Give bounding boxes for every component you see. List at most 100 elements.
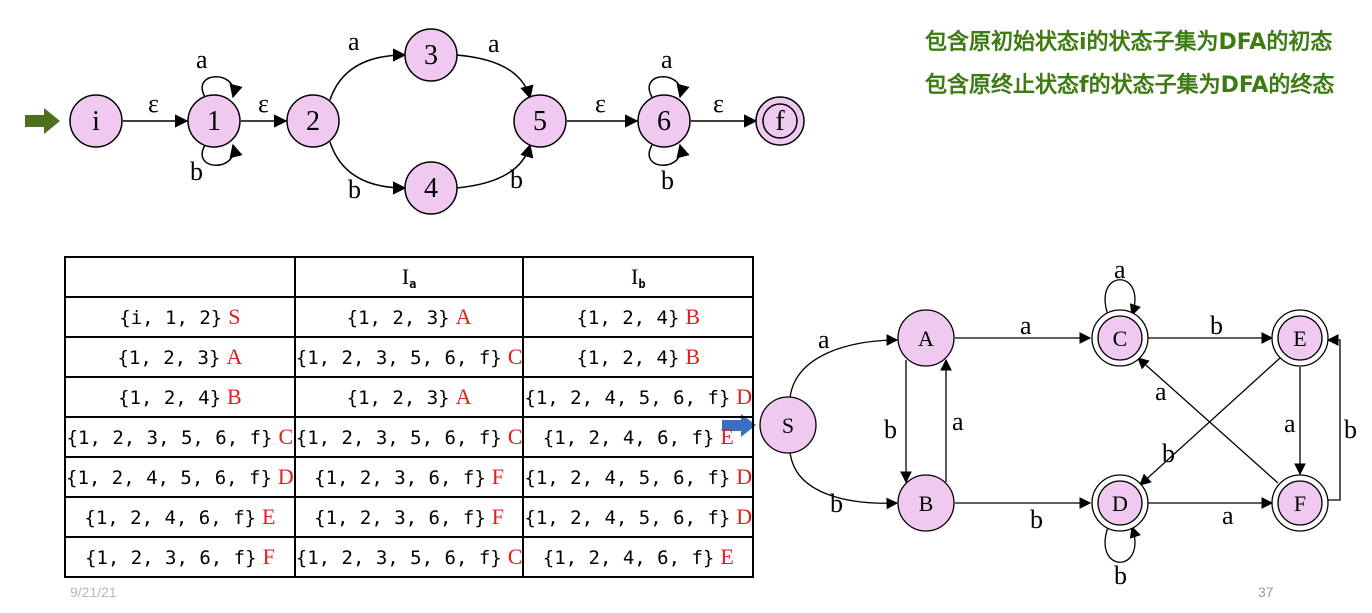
cell-state-tag: E xyxy=(261,504,276,529)
table-cell: {1, 2, 3}A xyxy=(293,296,525,338)
cell-state-tag: A xyxy=(226,344,243,369)
nfa-edge-label: b xyxy=(348,175,361,204)
cell-set: {1, 2, 4, 6, f} xyxy=(84,507,256,529)
table-row: {1, 2, 3, 5, 6, f}C{1, 2, 3, 5, 6, f}C{1… xyxy=(64,416,755,458)
table-cell: {1, 2, 3}A xyxy=(293,376,525,418)
table-cell: {1, 2, 4, 5, 6, f}D xyxy=(522,496,755,538)
dfa-state-C: C xyxy=(1113,326,1128,351)
cell-set: {1, 2, 4, 6, f} xyxy=(542,427,715,449)
nfa-state-4: 4 xyxy=(424,173,438,204)
dfa-edge-label: b xyxy=(830,489,843,518)
dfa-edge-label: a xyxy=(952,407,964,436)
cell-set: {1, 2, 4} xyxy=(576,307,680,329)
table-cell: {1, 2, 3, 5, 6, f}C xyxy=(293,416,525,458)
dfa-edge-label: a xyxy=(1284,409,1296,438)
cell-state-tag: F xyxy=(491,504,505,529)
cell-set: {i, 1, 2} xyxy=(119,307,223,329)
cell-set: {1, 2, 4} xyxy=(576,347,680,369)
nfa-edge-label: a xyxy=(196,45,208,74)
dfa-edge-label: b xyxy=(1162,439,1175,468)
cell-set: {1, 2, 3, 5, 6, f} xyxy=(66,427,273,449)
table-body: {i, 1, 2}S{1, 2, 3}A{1, 2, 4}B{1, 2, 3}A… xyxy=(64,296,755,578)
nfa-edge-label: b xyxy=(510,165,523,194)
cell-state-tag: C xyxy=(278,424,294,449)
footer-page-number: 37 xyxy=(1258,584,1274,600)
table-cell: {1, 2, 4, 6, f}E xyxy=(522,536,755,578)
dfa-state-E: E xyxy=(1293,326,1306,351)
cell-set: {1, 2, 3, 5, 6, f} xyxy=(295,347,502,369)
nfa-edge-label: ε xyxy=(713,89,724,118)
cell-state-tag: C xyxy=(507,544,523,569)
table-cell: {1, 2, 4}B xyxy=(522,296,755,338)
table-cell: {1, 2, 3, 5, 6, f}C xyxy=(64,416,296,458)
dfa-state-A: A xyxy=(918,326,934,351)
cell-state-tag: A xyxy=(455,304,472,329)
dfa-edge-label: b xyxy=(884,415,897,444)
dfa-edge-label: a xyxy=(1020,311,1032,340)
table-cell: {1, 2, 4, 6, f}E xyxy=(522,416,755,458)
nfa-edge-label: ε xyxy=(148,89,159,118)
table-header-ib: Ib xyxy=(522,256,755,298)
start-arrow-icon xyxy=(25,108,60,134)
dfa-edge-label: b xyxy=(1210,311,1223,340)
dfa-edge-label: a xyxy=(1222,501,1234,530)
dfa-edge-label: b xyxy=(1030,505,1043,534)
dfa-edge-label: a xyxy=(1114,255,1126,284)
table-cell: {1, 2, 4, 5, 6, f}D xyxy=(522,376,755,418)
cell-set: {1, 2, 3, 6, f} xyxy=(84,547,257,569)
nfa-state-5: 5 xyxy=(533,106,547,137)
notes-block: 包含原初始状态i的状态子集为DFA的初态 包含原终止状态f的状态子集为DFA的终… xyxy=(925,28,1345,114)
cell-state-tag: C xyxy=(507,344,523,369)
cell-state-tag: D xyxy=(736,384,753,409)
table-cell: {1, 2, 3, 5, 6, f}C xyxy=(293,536,525,578)
nfa-edge-label: ε xyxy=(595,89,606,118)
cell-state-tag: E xyxy=(720,424,734,449)
table-header-empty xyxy=(64,256,296,298)
table-cell: {1, 2, 4, 6, f}E xyxy=(64,496,296,538)
cell-state-tag: C xyxy=(507,424,523,449)
table-row: {1, 2, 4, 5, 6, f}D{1, 2, 3, 6, f}F{1, 2… xyxy=(64,456,755,498)
nfa-edge-label: a xyxy=(661,45,673,74)
cell-state-tag: B xyxy=(685,344,701,369)
cell-set: {1, 2, 4, 5, 6, f} xyxy=(524,467,731,489)
table-cell: {i, 1, 2}S xyxy=(64,296,296,338)
cell-state-tag: D xyxy=(736,464,753,489)
cell-state-tag: S xyxy=(228,304,241,329)
header-sub-a: a xyxy=(409,276,417,291)
table-cell: {1, 2, 3, 5, 6, f}C xyxy=(293,336,525,378)
table-cell: {1, 2, 4, 5, 6, f}D xyxy=(522,456,755,498)
cell-set: {1, 2, 3} xyxy=(346,307,450,329)
table-cell: {1, 2, 4, 5, 6, f}D xyxy=(64,456,296,498)
table-row: {1, 2, 4, 6, f}E {1, 2, 3, 6, f}F {1, 2, 4… xyxy=(64,496,755,538)
table-row: {i, 1, 2}S{1, 2, 3}A{1, 2, 4}B xyxy=(64,296,755,338)
dfa-state-D: D xyxy=(1112,491,1128,516)
table-cell: {1, 2, 3, 6, f}F xyxy=(64,536,296,578)
cell-set: {1, 2, 3, 5, 6, f} xyxy=(295,427,502,449)
dfa-state-F: F xyxy=(1294,491,1306,516)
cell-state-tag: B xyxy=(685,304,701,329)
table-cell: {1, 2, 4}B xyxy=(64,376,296,418)
dfa-edge-label: a xyxy=(1155,377,1167,406)
nfa-state-3: 3 xyxy=(424,40,438,71)
table-row: {1, 2, 3, 6, f}F{1, 2, 3, 5, 6, f}C{1, 2… xyxy=(64,536,755,578)
nfa-edge-label: a xyxy=(488,29,500,58)
nfa-edge-label: ε xyxy=(258,89,269,118)
cell-state-tag: E xyxy=(720,544,734,569)
cell-set: {1, 2, 3, 6, f} xyxy=(314,507,486,529)
cell-set: {1, 2, 4, 6, f} xyxy=(542,547,715,569)
cell-state-tag: D xyxy=(277,464,294,489)
nfa-state-6: 6 xyxy=(657,106,671,137)
footer-date: 9/21/21 xyxy=(70,584,117,600)
nfa-edge-label: b xyxy=(190,157,203,186)
dfa-edge-label: a xyxy=(818,325,830,354)
cell-set: {1, 2, 4, 5, 6, f} xyxy=(524,507,731,529)
cell-state-tag: B xyxy=(227,384,242,409)
cell-state-tag: A xyxy=(455,384,472,409)
nfa-edge-label: a xyxy=(348,27,360,56)
header-sub-b: b xyxy=(638,276,646,291)
nfa-state-i: i xyxy=(92,106,100,137)
note-initial-state: 包含原初始状态i的状态子集为DFA的初态 xyxy=(925,30,1333,55)
cell-set: {1, 2, 3, 5, 6, f} xyxy=(295,547,502,569)
